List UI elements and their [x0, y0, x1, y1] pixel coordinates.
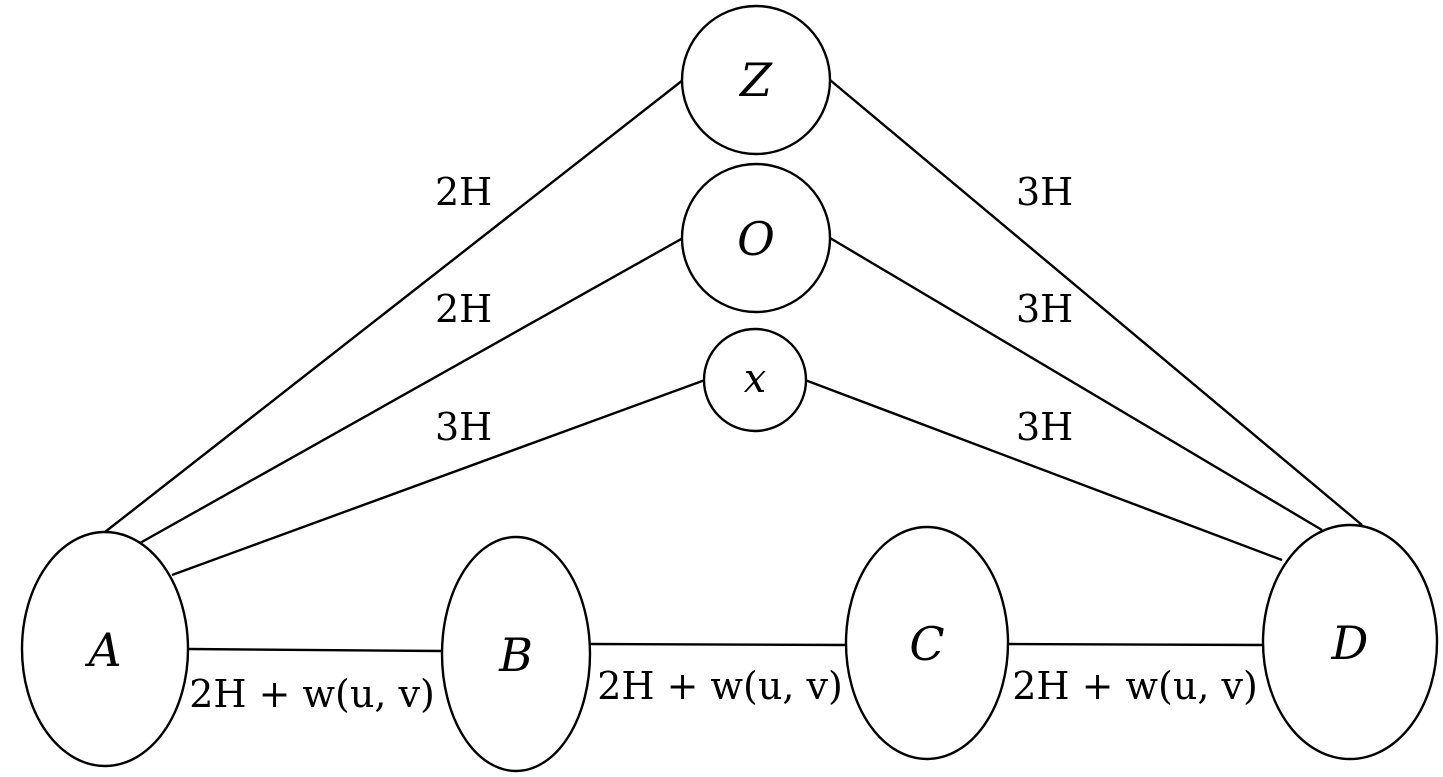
edge-a-x [171, 378, 706, 577]
edges [104, 79, 1363, 653]
edge-label-a-x: 3H [435, 405, 492, 449]
edge-label-x-d: 3H [1016, 405, 1073, 449]
edge-a-b [187, 647, 444, 653]
node-x: x [702, 327, 808, 433]
node-c-label: C [909, 617, 944, 671]
edge-x-d [804, 378, 1283, 562]
edge-label-a-b: 2H + w(u, v) [189, 672, 435, 716]
node-a-ellipse [20, 530, 190, 768]
edge-z-d [829, 79, 1363, 526]
edge-label-b-c: 2H + w(u, v) [597, 664, 843, 708]
node-z-label: Z [738, 53, 773, 107]
edge-o-d [829, 236, 1323, 532]
node-x-label: x [744, 356, 767, 402]
edge-label-c-d: 2H + w(u, v) [1012, 664, 1258, 708]
node-a: A [20, 530, 190, 768]
edge-label-a-o: 2H [435, 287, 492, 331]
edge-label-o-d: 3H [1016, 287, 1073, 331]
node-b: B [440, 535, 592, 773]
node-d: D [1261, 523, 1439, 761]
node-c-ellipse [844, 525, 1010, 761]
node-o-label: O [737, 212, 775, 266]
edge-b-c [589, 642, 848, 647]
node-z: Z [680, 4, 832, 156]
edge-labels: 2H 2H 3H 3H 3H 3H 2H + w(u, v) 2H + w(u,… [189, 170, 1258, 716]
node-a-label: A [84, 623, 121, 677]
node-b-ellipse [440, 535, 592, 773]
node-b-label: B [498, 628, 533, 682]
node-z-circle [680, 4, 832, 156]
edge-c-d [1007, 642, 1264, 647]
edge-a-o [139, 236, 684, 545]
node-o: O [680, 162, 832, 314]
edge-label-z-d: 3H [1016, 170, 1073, 214]
node-x-circle [702, 327, 808, 433]
edge-a-z [104, 79, 684, 533]
node-c: C [844, 525, 1010, 761]
edge-label-a-z: 2H [435, 170, 492, 214]
node-d-label: D [1331, 616, 1369, 670]
node-o-circle [680, 162, 832, 314]
node-d-ellipse [1261, 523, 1439, 761]
